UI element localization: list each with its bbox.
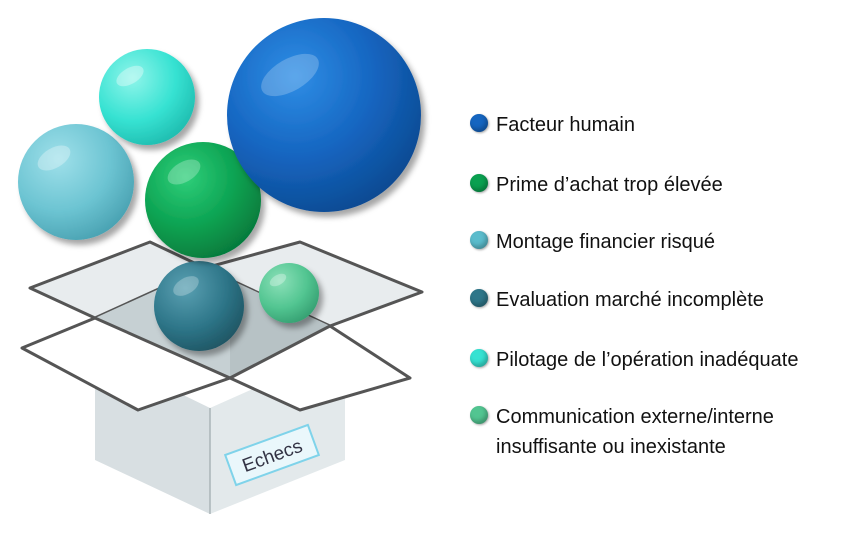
legend-marker [470, 114, 488, 132]
legend-item-evaluation-marche: Evaluation marché incomplète [470, 285, 764, 315]
box-front-right-flap [228, 324, 412, 412]
ball-pilotage [99, 49, 195, 145]
balls-in-box-illustration: Echecs [18, 18, 424, 514]
ball-highlight [261, 53, 319, 97]
box-label-background [223, 423, 321, 487]
ball-highlight [269, 273, 287, 287]
legend-marker [470, 174, 488, 192]
ball-highlight [116, 65, 144, 87]
legend-label: Evaluation marché incomplète [496, 289, 764, 311]
ball-highlight [167, 159, 201, 185]
legend-marker [470, 406, 488, 424]
legend-marker [470, 349, 488, 367]
legend-marker [470, 231, 488, 249]
legend-item-facteur-humain: Facteur humain [470, 110, 635, 140]
ball-communication [259, 263, 319, 323]
ball-prime-achat [145, 142, 261, 258]
legend: Facteur humain Prime d’achat trop élevée… [470, 0, 855, 534]
ball-facteur-humain [227, 18, 421, 212]
legend-item-communication: Communication externe/interne insuffisan… [470, 402, 774, 462]
legend-marker [470, 289, 488, 307]
ball-highlight [173, 276, 199, 296]
legend-label: Facteur humain [496, 114, 635, 136]
legend-label: Pilotage de l’opération inadéquate [496, 349, 799, 371]
ball-montage-financier [18, 124, 134, 240]
legend-item-pilotage: Pilotage de l’opération inadéquate [470, 345, 798, 375]
balls [18, 18, 421, 351]
legend-label: Montage financier risqué [496, 231, 716, 253]
legend-item-montage-financier: Montage financier risqué [470, 227, 715, 257]
legend-label: Prime d’achat trop élevée [496, 174, 723, 196]
ball-highlight [37, 145, 71, 171]
legend-item-prime-achat: Prime d’achat trop élevée [470, 170, 723, 200]
ball-evaluation-marche [154, 261, 244, 351]
legend-label: Communication externe/interne insuffisan… [496, 406, 774, 458]
